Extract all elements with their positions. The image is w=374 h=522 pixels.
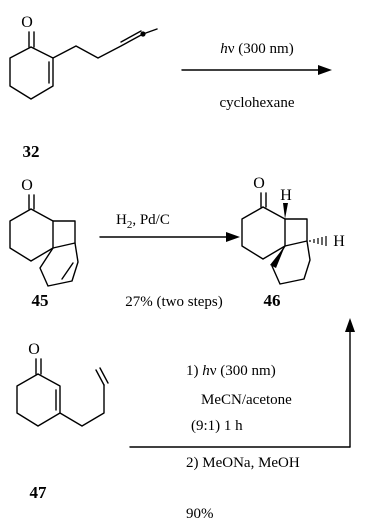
- condition-step2: 2) MeONa, MeOH: [186, 455, 300, 471]
- compound-label-47: 47: [30, 483, 48, 502]
- compound-label-32: 32: [23, 142, 40, 161]
- reaction-arrow-1: [181, 65, 332, 75]
- hydrogen-atom-right: H: [333, 233, 345, 250]
- condition-h2-pdc: H2, Pd/C: [116, 212, 170, 231]
- oxygen-atom: O: [21, 177, 33, 194]
- oxygen-atom: O: [253, 175, 265, 192]
- compound-45-structure: O: [9, 177, 79, 287]
- compound-32-structure: O: [9, 14, 158, 100]
- yield-90: 90%: [186, 506, 214, 522]
- hydrogen-atom-top: H: [280, 187, 292, 204]
- compound-label-45: 45: [32, 291, 49, 310]
- condition-hv-1: hν (300 nm): [220, 41, 293, 57]
- oxygen-atom: O: [28, 341, 40, 358]
- reaction-arrow-3: [129, 318, 355, 448]
- yield-two-steps: 27% (two steps): [125, 294, 223, 310]
- condition-step1-hv: 1) hν (300 nm): [186, 363, 276, 379]
- compound-46-structure: O: [241, 175, 327, 285]
- reaction-arrow-2: [99, 232, 240, 242]
- condition-step1-solvent: MeCN/acetone: [201, 392, 292, 408]
- condition-step1-time: (9:1) 1 h: [191, 418, 243, 434]
- condition-solvent-1: cyclohexane: [220, 95, 295, 111]
- oxygen-atom: O: [21, 14, 33, 31]
- compound-47-structure: O: [16, 341, 109, 427]
- compound-label-46: 46: [264, 291, 281, 310]
